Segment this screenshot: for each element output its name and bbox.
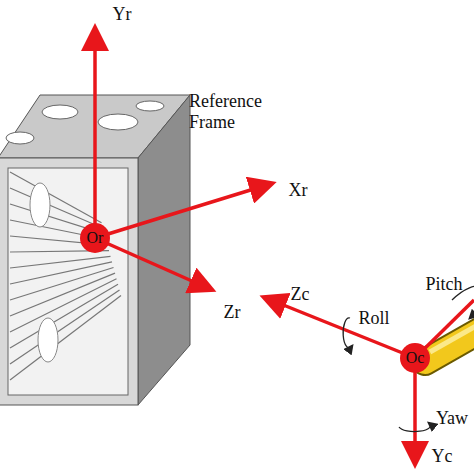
axis-label: Zc [291,284,310,305]
axis-label: Yc [432,446,453,467]
origin-dot: Oc [400,343,430,373]
strut [10,290,120,364]
origin-label: Or [87,229,104,247]
strut [10,296,121,381]
axis-label: Zr [224,302,241,323]
strut [10,273,115,316]
strut [10,172,102,223]
origin-dot: Or [80,223,110,253]
camera-axes [266,298,474,462]
axis-label: Yr [113,4,132,25]
axis-label: Xr [289,180,308,201]
strut [10,279,117,332]
origin-label: Oc [406,349,425,367]
reference-axes [95,30,270,289]
strut [10,256,111,268]
rotation-label: Yaw [436,408,468,429]
rotation-label: Roll [358,308,389,329]
frame-caption: Reference Frame [189,91,281,132]
rotation-arrows [343,286,474,431]
rotation-label: Pitch [425,274,462,295]
